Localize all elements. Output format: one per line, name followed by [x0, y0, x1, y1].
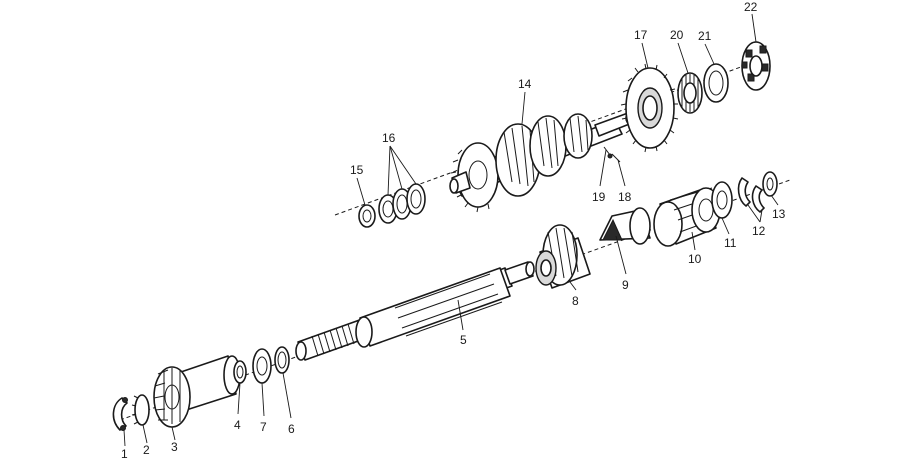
part-3-gear-sleeve	[153, 355, 241, 428]
part-18-19-pins	[603, 146, 621, 163]
leader-lines	[123, 13, 779, 447]
callout-19: 19	[592, 190, 606, 204]
part-14-cluster-gear	[449, 111, 635, 213]
part-6-circlip	[274, 346, 290, 374]
callout-15: 15	[350, 163, 364, 177]
callout-21: 21	[698, 29, 712, 43]
callout-10: 10	[688, 252, 702, 266]
part-17-gear	[620, 63, 679, 153]
part-16-shim-rings	[378, 183, 426, 224]
part-21-ring	[703, 63, 729, 103]
callout-11: 11	[724, 236, 737, 250]
callout-17: 17	[634, 28, 648, 42]
part-7-thrust-washer	[252, 348, 272, 384]
callout-6: 6	[288, 422, 295, 436]
callout-5: 5	[460, 333, 467, 347]
callout-3: 3	[171, 440, 178, 454]
part-4-ring	[233, 360, 247, 384]
part-1-circlip	[112, 397, 128, 431]
part-9-synchro-cone	[599, 207, 651, 245]
callout-18: 18	[618, 190, 632, 204]
part-13-circlip	[762, 171, 778, 197]
part-12-half-rings	[737, 177, 765, 213]
callout-8: 8	[572, 294, 579, 308]
callout-22: 22	[744, 0, 758, 14]
part-2-lock-washer	[131, 394, 150, 426]
part-22-hub-nut	[741, 41, 771, 91]
callout-14: 14	[518, 77, 532, 91]
callout-13: 13	[772, 207, 786, 221]
callout-1: 1	[121, 447, 128, 461]
callout-7: 7	[260, 420, 267, 434]
callout-2: 2	[143, 443, 150, 457]
part-15-washer	[358, 204, 376, 228]
part-8-gear	[535, 224, 591, 289]
callout-4: 4	[234, 418, 241, 432]
callout-12: 12	[752, 224, 766, 238]
part-5-main-shaft	[295, 261, 535, 361]
callout-labels: 1 2 3 4 5 6 7 8 9 10 11 12 13 14 15 16 1…	[121, 0, 786, 461]
part-20-needle-bearing	[677, 72, 703, 114]
part-11-washer	[711, 181, 733, 219]
callout-9: 9	[622, 278, 629, 292]
callout-20: 20	[670, 28, 684, 42]
part-10-synchro-sleeve	[653, 187, 721, 247]
callout-16: 16	[382, 131, 396, 145]
